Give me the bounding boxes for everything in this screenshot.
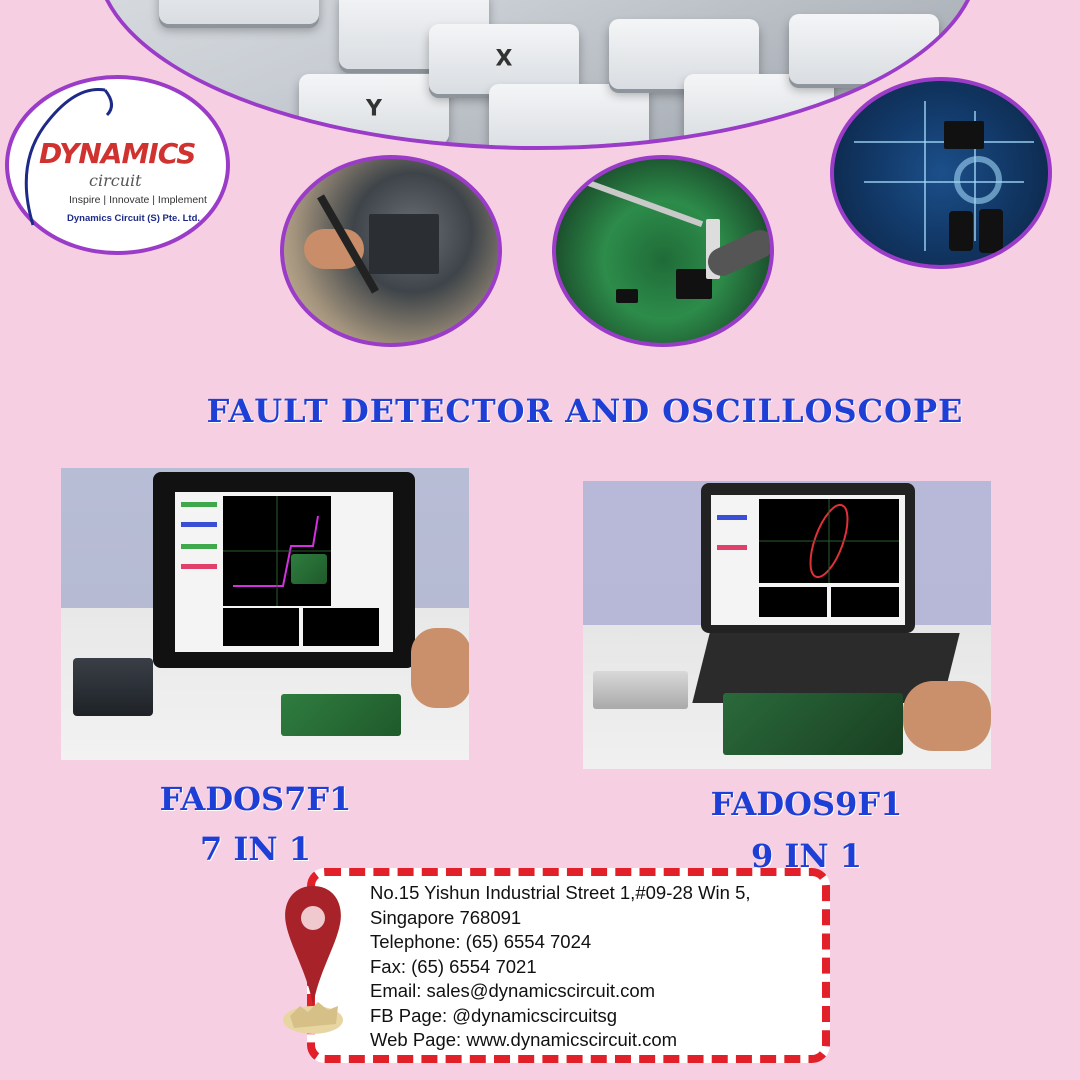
oscilloscope-trace-icon <box>223 496 331 606</box>
contact-address-line-1: No.15 Yishun Industrial Street 1,#09-28 … <box>370 882 751 903</box>
keyboard-key <box>489 84 649 146</box>
photo-circuit-board <box>830 77 1052 269</box>
contact-fb-page[interactable]: FB Page: @dynamicscircuitsg <box>370 1004 618 1026</box>
logo-brand: DYNAMICS <box>39 137 196 170</box>
logo-swoosh-icon <box>24 87 113 226</box>
product-image-fados9f1 <box>583 481 991 769</box>
laptop-device <box>701 483 915 633</box>
product-name-fados7f1: FADOS7F1 <box>159 780 352 818</box>
location-pin-icon <box>283 886 343 1034</box>
keyboard-key-y: Y <box>299 74 449 144</box>
hand-with-probe <box>903 681 991 751</box>
product-count-fados7f1: 7 IN 1 <box>199 830 312 868</box>
photo-pcb-tweezers <box>552 155 774 347</box>
fados-device-box <box>593 671 688 709</box>
key-y-label: Y <box>366 96 382 122</box>
logo-tagline: Inspire | Innovate | Implement <box>69 194 207 206</box>
tablet-device <box>153 472 415 668</box>
product-image-fados7f1 <box>61 468 469 760</box>
logo-sub: circuit <box>89 171 142 190</box>
photo-soldering-motherboard <box>280 155 502 347</box>
key-x-label: X <box>495 46 513 72</box>
oscilloscope-trace-icon <box>759 499 899 583</box>
hand-with-probe <box>411 628 469 708</box>
test-pcb <box>723 693 903 755</box>
logo-company: Dynamics Circuit (S) Pte. Ltd. <box>67 213 201 224</box>
contact-web-page[interactable]: Web Page: www.dynamicscircuit.com <box>370 1029 678 1050</box>
product-name-fados9f1: FADOS9F1 <box>710 785 903 823</box>
contact-address-line-2: Singapore 768091 <box>370 906 522 928</box>
contact-email[interactable]: Email: sales@dynamicscircuit.com <box>370 980 656 1001</box>
contact-telephone: Telephone: (65) 6554 7024 <box>370 931 592 952</box>
keyboard-key-x: X <box>429 24 579 94</box>
keyboard-key <box>159 0 319 24</box>
fados-device-box <box>73 658 153 716</box>
test-pcb <box>281 694 401 736</box>
contact-details: No.15 Yishun Industrial Street 1,#09-28 … <box>370 881 830 1053</box>
keyboard-banner-image: Y X <box>95 0 980 150</box>
contact-fax: Fax: (65) 6554 7021 <box>370 955 537 977</box>
keyboard-key <box>684 74 834 144</box>
keyboard-key <box>789 14 939 84</box>
company-logo: DYNAMICS circuit Inspire | Innovate | Im… <box>5 75 230 255</box>
page-title: FAULT DETECTOR AND OSCILLOSCOPE <box>206 392 964 430</box>
